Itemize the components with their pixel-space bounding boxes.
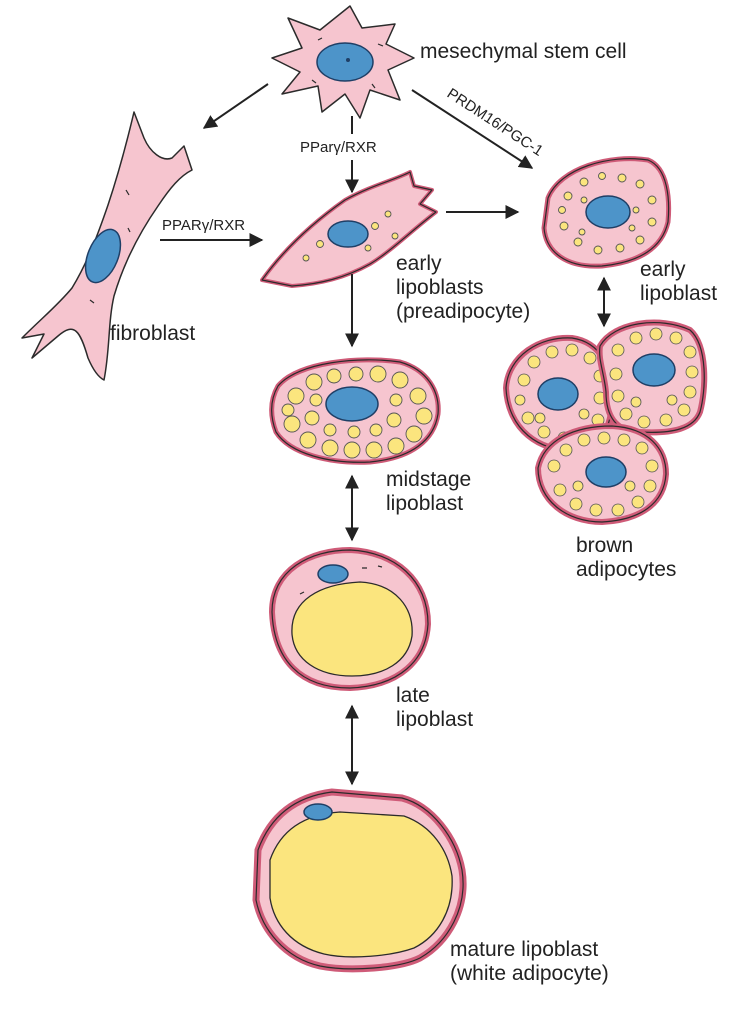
mesenchymal-stem-cell bbox=[271, 5, 415, 119]
label-prdm16-pgc1: PRDM16/PGC-1 bbox=[444, 85, 546, 160]
label-brown-line1: brown bbox=[576, 534, 633, 557]
label-midstage-line2: lipoblast bbox=[386, 492, 463, 515]
label-early-lipoblast-line1: early bbox=[640, 258, 686, 281]
label-early-lipoblasts-line3: (preadipocyte) bbox=[396, 300, 530, 323]
label-mature-line2: (white adipocyte) bbox=[450, 962, 609, 985]
label-late-line2: lipoblast bbox=[396, 708, 473, 731]
label-late-lipoblast: late lipoblast bbox=[396, 684, 473, 731]
label-mature-lipoblast: mature lipoblast (white adipocyte) bbox=[450, 938, 609, 985]
label-brown-adipocytes: brown adipocytes bbox=[576, 534, 676, 581]
label-mature-line1: mature lipoblast bbox=[450, 938, 598, 961]
label-late-line1: late bbox=[396, 684, 430, 707]
early-lipoblasts-preadipocyte bbox=[260, 170, 438, 288]
label-mesenchymal-stem-cell: mesechymal stem cell bbox=[420, 40, 627, 63]
label-early-lipoblasts: early lipoblasts (preadipocyte) bbox=[396, 252, 530, 323]
label-early-lipoblasts-line2: lipoblasts bbox=[396, 276, 484, 299]
label-early-lipoblast-line2: lipoblast bbox=[640, 282, 717, 305]
label-brown-line2: adipocytes bbox=[576, 558, 676, 581]
label-midstage-line1: midstage bbox=[386, 468, 471, 491]
late-lipoblast bbox=[268, 546, 432, 692]
label-early-lipoblast: early lipoblast bbox=[640, 258, 717, 305]
brown-adipocytes bbox=[502, 319, 708, 526]
arrow-msc-to-fibroblast bbox=[202, 83, 269, 129]
label-midstage-lipoblast: midstage lipoblast bbox=[386, 468, 477, 515]
arrow-msc-to-early-lipoblast bbox=[411, 89, 534, 169]
label-ppar-rxr-fibroblast: PPARγ/RXR bbox=[162, 217, 245, 234]
label-fibroblast: fibroblast bbox=[110, 322, 195, 345]
early-lipoblast-brown bbox=[541, 156, 672, 269]
fibroblast-cell bbox=[21, 111, 193, 381]
mature-lipoblast-white-adipocyte bbox=[252, 788, 467, 973]
midstage-lipoblast bbox=[269, 357, 441, 465]
label-early-lipoblasts-line1: early bbox=[396, 252, 442, 275]
label-ppar-rxr-center: PParγ/RXR bbox=[300, 139, 377, 156]
